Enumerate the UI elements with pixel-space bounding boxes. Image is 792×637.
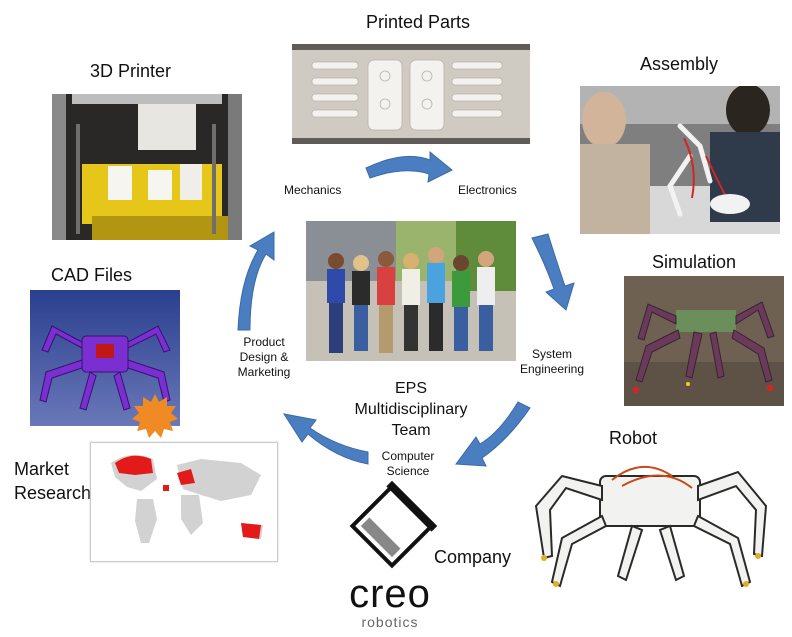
- starburst-badge-icon: [132, 394, 178, 438]
- market-research-map: [90, 442, 278, 562]
- arrow-computer-to-product: [282, 413, 369, 465]
- 3d-printer-label: 3D Printer: [90, 61, 172, 81]
- simulation-image: [624, 276, 784, 406]
- product-design-marketing-label: Product Design & Marketing: [237, 335, 291, 379]
- cad-files-label: CAD Files: [51, 265, 133, 285]
- creo-subtext: robotics: [361, 614, 419, 630]
- arrow-mechanics-to-electronics: [365, 150, 453, 183]
- team-photo: [306, 221, 516, 361]
- creo-wordmark: creo: [349, 572, 431, 616]
- printed-parts-photo: [292, 44, 530, 144]
- creo-logo-icon: [349, 480, 438, 569]
- simulation-label: Simulation: [652, 252, 737, 272]
- system-engineering-label: System Engineering: [519, 347, 585, 376]
- arrow-system-to-computer: [455, 401, 531, 467]
- assembly-label: Assembly: [640, 54, 719, 74]
- 3d-printer-photo: [52, 94, 242, 240]
- arrow-electronics-to-system: [531, 233, 575, 311]
- robot-photo: [522, 446, 788, 606]
- printed-parts-label: Printed Parts: [366, 12, 471, 32]
- center-team-label: EPS Multidisciplinary Team: [354, 380, 468, 439]
- company-label: Company: [434, 547, 512, 567]
- arrow-product-to-mechanics: [237, 231, 275, 331]
- market-research-label: Market Research: [14, 459, 92, 503]
- computer-science-label: Computer Science: [381, 449, 435, 478]
- mechanics-label: Mechanics: [284, 183, 342, 197]
- electronics-label: Electronics: [458, 183, 517, 197]
- assembly-photo: [580, 86, 780, 234]
- robot-label: Robot: [609, 428, 658, 448]
